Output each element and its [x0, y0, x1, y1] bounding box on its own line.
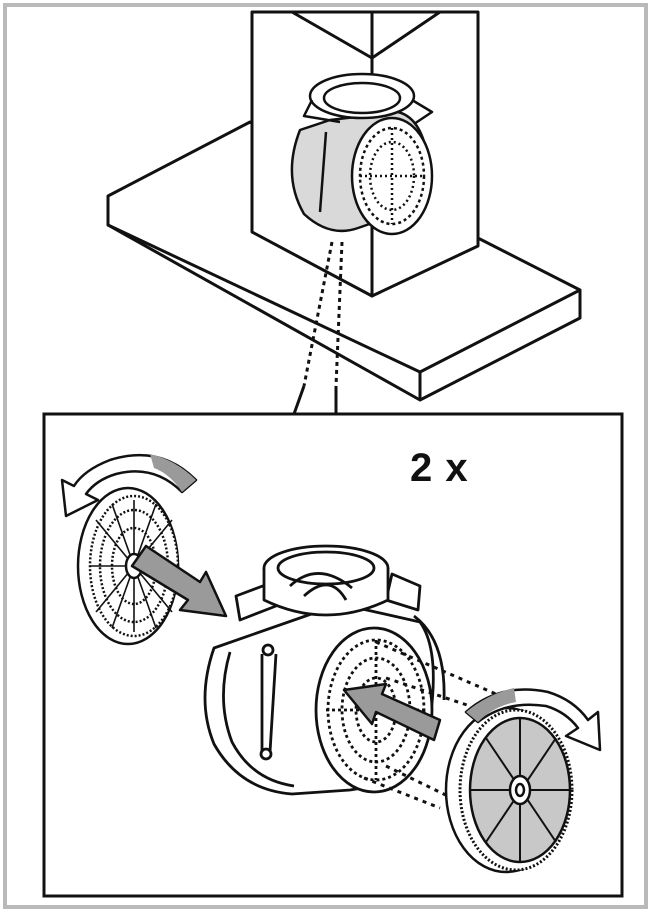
- curved-arrow-counterclockwise-shade: [150, 454, 196, 492]
- filter-guide-lines: [363, 640, 497, 810]
- zoom-leader-solid: [292, 385, 338, 415]
- detail-box: [42, 412, 624, 898]
- fan-motor-large: [203, 544, 446, 796]
- curved-arrow-clockwise-shade: [466, 688, 516, 722]
- straight-arrow-out-icon: [130, 544, 228, 618]
- fan-motor-small: [290, 72, 434, 236]
- hood-overview: [106, 10, 582, 415]
- zoom-leader-lines: [302, 241, 344, 387]
- carbon-filter-new: [444, 706, 574, 874]
- quantity-label: 2 x: [410, 446, 469, 490]
- straight-arrow-in-icon: [342, 682, 442, 742]
